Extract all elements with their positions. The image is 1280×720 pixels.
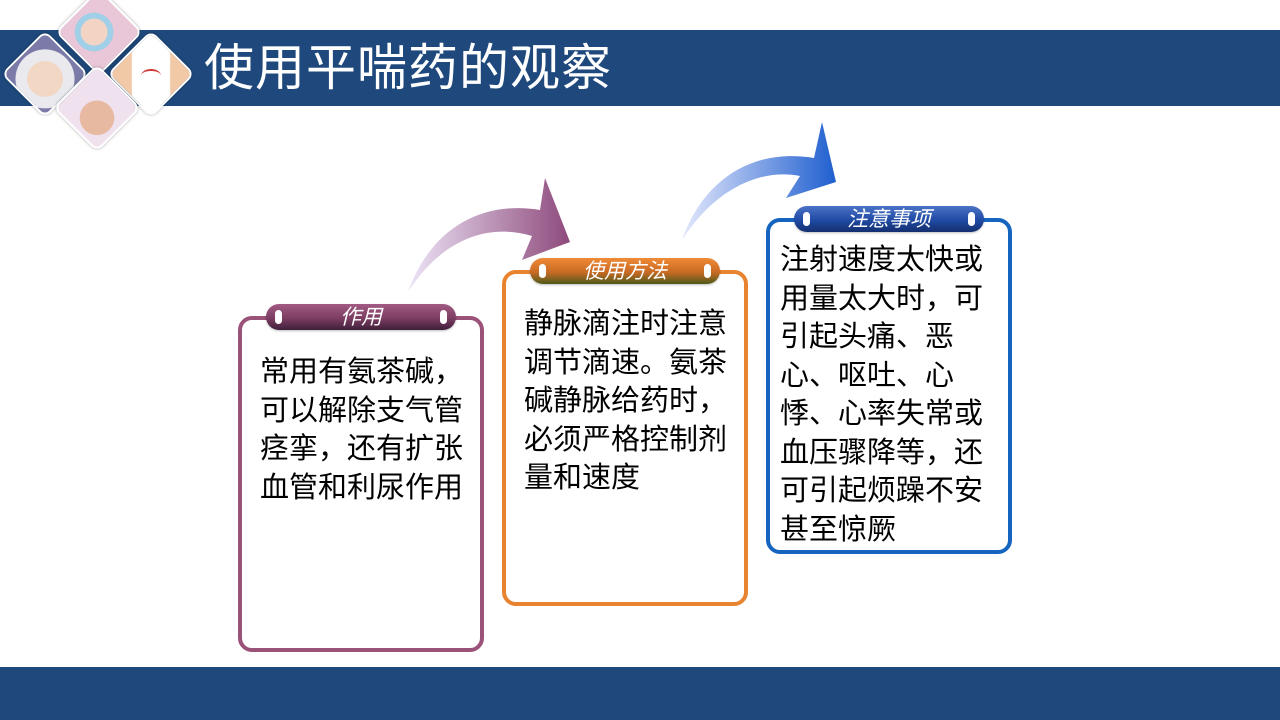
tab-pill-decoration: [803, 212, 810, 226]
card-tab-label: 作用: [340, 305, 382, 329]
tab-pill-decoration: [275, 310, 282, 324]
tab-pill-decoration: [704, 264, 711, 278]
card-effect: 作用 常用有氨茶碱，可以解除支气管痉挛，还有扩张血管和利尿作用: [238, 304, 484, 652]
header-band: [0, 30, 1280, 106]
tab-pill-decoration: [539, 264, 546, 278]
card-tab: 作用: [266, 304, 456, 330]
card-body-text: 静脉滴注时注意调节滴速。氨茶碱静脉给药时，必须严格控制剂量和速度: [524, 306, 728, 494]
card-precautions: 注意事项 注射速度太快或用量太大时，可引起头痛、恶心、呕吐、心悸、心率失常或血压…: [766, 206, 1012, 554]
card-body-text: 常用有氨茶碱，可以解除支气管痉挛，还有扩张血管和利尿作用: [260, 354, 464, 504]
card-tab: 注意事项: [794, 206, 984, 232]
card-tab: 使用方法: [530, 258, 720, 284]
card-tab-label: 注意事项: [847, 207, 931, 231]
curved-arrow-icon: [682, 122, 836, 240]
footer-band: [0, 667, 1280, 720]
card-usage: 使用方法 静脉滴注时注意调节滴速。氨茶碱静脉给药时，必须严格控制剂量和速度: [502, 258, 748, 606]
page-title: 使用平喘药的观察: [204, 39, 612, 97]
curved-arrow-icon: [408, 178, 570, 292]
card-body-text: 注射速度太快或用量太大时，可引起头痛、恶心、呕吐、心悸、心率失常或血压骤降等，还…: [780, 242, 984, 546]
tab-pill-decoration: [440, 310, 447, 324]
card-tab-label: 使用方法: [583, 259, 667, 283]
tab-pill-decoration: [968, 212, 975, 226]
